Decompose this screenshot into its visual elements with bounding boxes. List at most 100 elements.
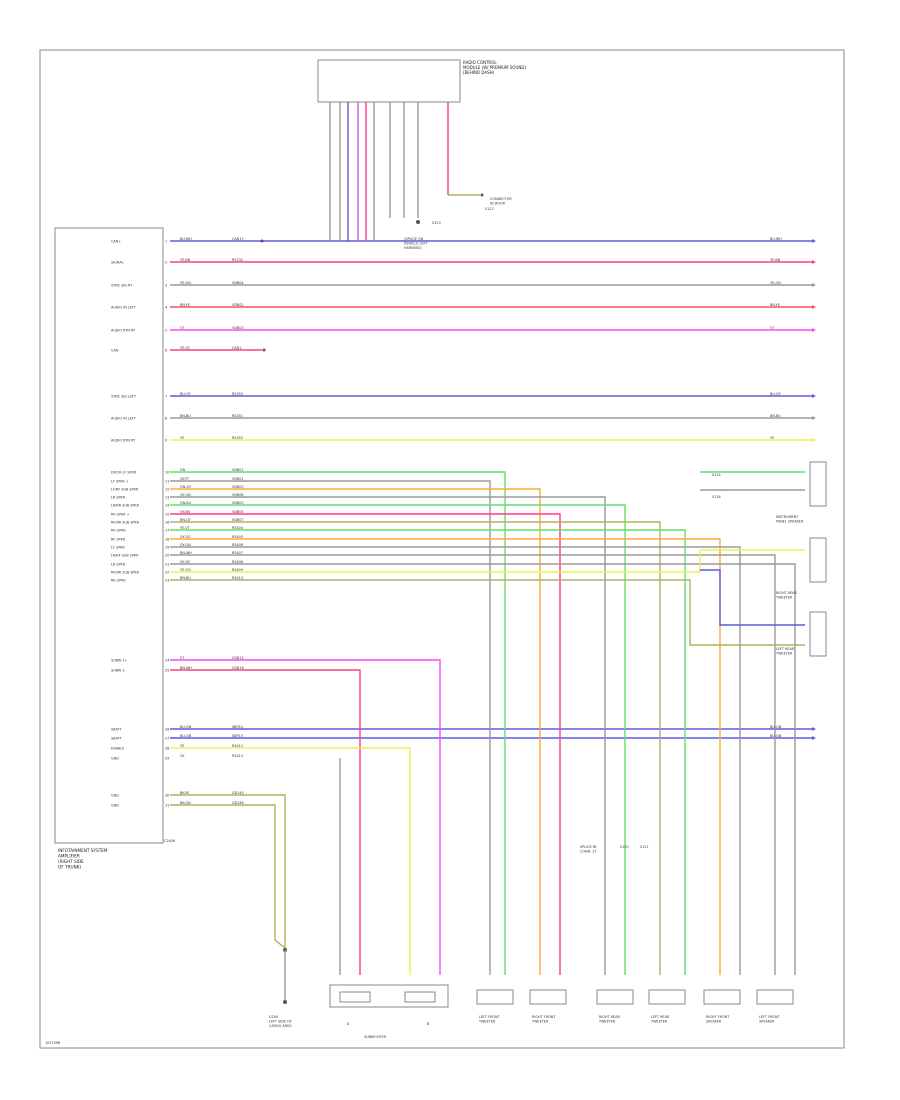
radio-module-label-2: MODULE (W/ PREMIUM SOUND) — [463, 65, 526, 70]
splice-dot — [260, 239, 264, 243]
lr-tweeter-label-1: LEFT REAR — [776, 647, 795, 651]
pin-label: SUBW 1+ — [111, 658, 127, 662]
pin-number: 30 — [165, 793, 169, 797]
bottom-component-label-line: RIGHT FRONT — [532, 1015, 556, 1019]
pin-number: 19 — [165, 545, 169, 549]
pin-number: 9 — [165, 438, 167, 442]
speaker-feed-wire — [170, 521, 661, 975]
subwoofer-terminal — [339, 991, 371, 1003]
circuit-label: CAN1- — [232, 346, 243, 350]
wire-color-label: YE — [180, 744, 184, 748]
pin-number: 18 — [165, 537, 169, 541]
pin-number: 26 — [165, 727, 169, 731]
wire-color-label: GY-GN — [180, 493, 191, 497]
ground-wire — [170, 794, 286, 948]
pin-label: SYNC SIG LEFT — [111, 394, 137, 398]
wire-color-label: VT — [180, 656, 185, 660]
wire-color-label-right: BU-GN — [770, 725, 782, 729]
bottom-component-label-line: SPEAKER — [706, 1020, 722, 1024]
wire-color-label: YE-GN — [180, 281, 191, 285]
circuit-label: RS404 — [232, 526, 243, 530]
circuit-label: RS351 — [232, 414, 243, 418]
ground-wire — [170, 804, 286, 949]
speaker-feed-wire — [170, 554, 776, 975]
pin-number: 16 — [165, 520, 169, 524]
wire-color-label: GY-YT — [180, 477, 190, 481]
pin-label: LF SPKR — [111, 545, 125, 549]
pin-label: LR/RR SUB SPKR — [111, 503, 140, 507]
bottom-component-label: SUBWOOFER — [364, 1035, 387, 1039]
note-splice-top-1: (SPLICE ON — [404, 237, 424, 241]
pin-number: 11 — [165, 479, 169, 483]
bottom-component-label-line: TWEETER — [598, 1020, 616, 1024]
wire-color-label: BN-YE — [180, 303, 190, 307]
circuit-label: RS406 — [232, 543, 243, 547]
pin-number: 23 — [165, 578, 169, 582]
speaker-body — [529, 989, 567, 1005]
circuit-label: CAN1+ — [232, 237, 244, 241]
pin-number: 15 — [165, 512, 169, 516]
speaker-feed-wire — [170, 488, 541, 975]
tweeter-wire — [170, 549, 805, 573]
speaker-body — [648, 989, 686, 1005]
wire-color-label: GY-BN — [180, 510, 191, 514]
connector-arrow — [812, 328, 816, 332]
rr-tweeter-label-1: RIGHT REAR — [776, 591, 797, 595]
connector-arrow — [812, 305, 816, 309]
pin-label: RF/RR SUB SPKR — [111, 520, 140, 524]
wire-color-label: BN-BU — [180, 414, 191, 418]
wire-color-label-right: YE — [770, 436, 774, 440]
pin-number: 25 — [165, 668, 169, 672]
pin-label: CAN+ — [111, 239, 121, 243]
circuit-label: VDB01 — [232, 477, 244, 481]
wire-color-label-right: VT — [770, 326, 775, 330]
bottom-component-label-line: TWEETER — [650, 1020, 668, 1024]
wire-color-label: GN-GY — [180, 485, 192, 489]
circuit-label: CDB16 — [232, 666, 244, 670]
pin-label: SUBW 1- — [111, 668, 126, 672]
speaker-body — [756, 989, 794, 1005]
pin-number: 10 — [165, 470, 169, 474]
connector-arrow — [812, 736, 816, 740]
note-splice-top-2: VEHICLE LEFT — [404, 242, 428, 246]
circuit-label: VDB05 — [232, 510, 244, 514]
splice-label: S121 — [640, 845, 649, 849]
pin-label: RR SPKR — [111, 578, 126, 582]
pin-label: SYNC SIG RT — [111, 283, 133, 287]
speaker-feed-wire — [170, 513, 561, 975]
wire-color-label: YE-BN — [180, 258, 191, 262]
circuit-label: VDB01 — [232, 468, 244, 472]
pin-number: 24 — [165, 658, 169, 662]
ground-splice — [416, 220, 420, 224]
note-splice-bottom-2: CONN. 27 — [580, 850, 597, 854]
wire-color-label: YE-VT — [180, 526, 191, 530]
pin-number: 3 — [165, 283, 167, 287]
subwoofer-pin-a: A — [347, 1022, 350, 1026]
pin-number: 31 — [165, 803, 169, 807]
circuit-label: RS412 — [232, 744, 243, 748]
tweeter-wire — [700, 569, 805, 626]
wire-color-label-right: BU-GY — [770, 392, 782, 396]
wire-color-label: BN-GY — [180, 518, 192, 522]
subwoofer-wire — [170, 669, 361, 975]
wire-color-label: GY — [180, 754, 185, 758]
pin-label: RR SPKR — [111, 528, 126, 532]
wire-color-label: GN-BU — [180, 501, 192, 505]
lr-tweeter-label-2: TWEETER — [775, 652, 793, 656]
pin-label: GND — [111, 756, 119, 760]
pin-number: 7 — [165, 394, 167, 398]
pin-label: RF SPKR — [111, 537, 126, 541]
pin-number: 17 — [165, 528, 169, 532]
wire-color-label: BK-YE — [180, 791, 189, 795]
radio-module-label-1: RADIO CONTROL — [463, 60, 497, 65]
